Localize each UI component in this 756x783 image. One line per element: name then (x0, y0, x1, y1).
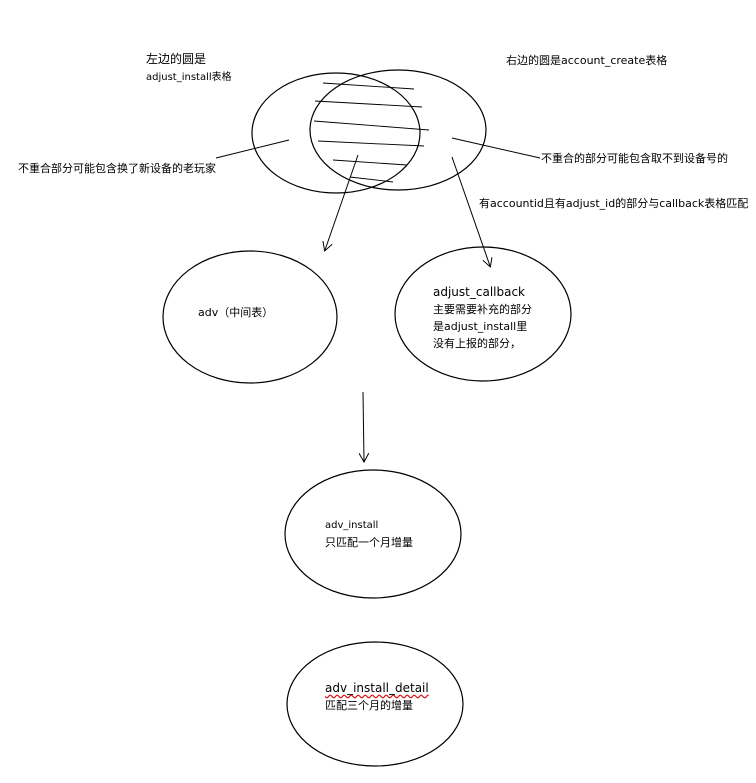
adv-install-detail-line1: adv_install_detail (325, 681, 429, 695)
adv-install-detail-circle (286, 641, 464, 767)
arrow-to-adv-install (363, 391, 364, 461)
adv-install-text: adv_install 只匹配一个月增量 (325, 517, 413, 551)
adv-install-circle (284, 469, 462, 599)
adv-label: adv（中间表） (198, 306, 274, 319)
adv-install-line2: 只匹配一个月增量 (325, 536, 413, 549)
overlap-note: 有accountid且有adjust_id的部分与callback表格匹配 (479, 197, 749, 210)
adjust-callback-line1: adjust_callback (433, 285, 526, 299)
left-circle-table: adjust_install表格 (146, 72, 232, 83)
arrow-to-adv (325, 154, 359, 250)
adjust-callback-circle (394, 246, 572, 382)
right-circle (309, 69, 487, 191)
left-note: 不重合部分可能包含换了新设备的老玩家 (18, 162, 216, 175)
adv-install-line1: adv_install (325, 520, 379, 531)
right-note-line (451, 137, 541, 159)
right-note: 不重合的部分可能包含取不到设备号的 (541, 152, 728, 165)
left-circle-title: 左边的圆是 (146, 52, 207, 66)
overlap-hatching (313, 82, 430, 183)
adjust-callback-line2: 主要需要补充的部分 (433, 303, 532, 316)
adjust-callback-line4: 没有上报的部分， (433, 337, 521, 350)
left-circle (251, 72, 421, 194)
adjust-callback-line3: 是adjust_install里 (433, 320, 528, 333)
arrow-to-adjust-callback (451, 156, 490, 266)
right-circle-title: 右边的圆是account_create表格 (506, 54, 668, 67)
left-note-line (215, 139, 290, 159)
adv-install-detail-line2: 匹配三个月的增量 (325, 699, 413, 712)
adv-install-detail-text: adv_install_detail 匹配三个月的增量 (325, 680, 429, 714)
adv-circle (162, 250, 338, 384)
adjust-callback-text: adjust_callback 主要需要补充的部分 是adjust_instal… (433, 284, 532, 352)
